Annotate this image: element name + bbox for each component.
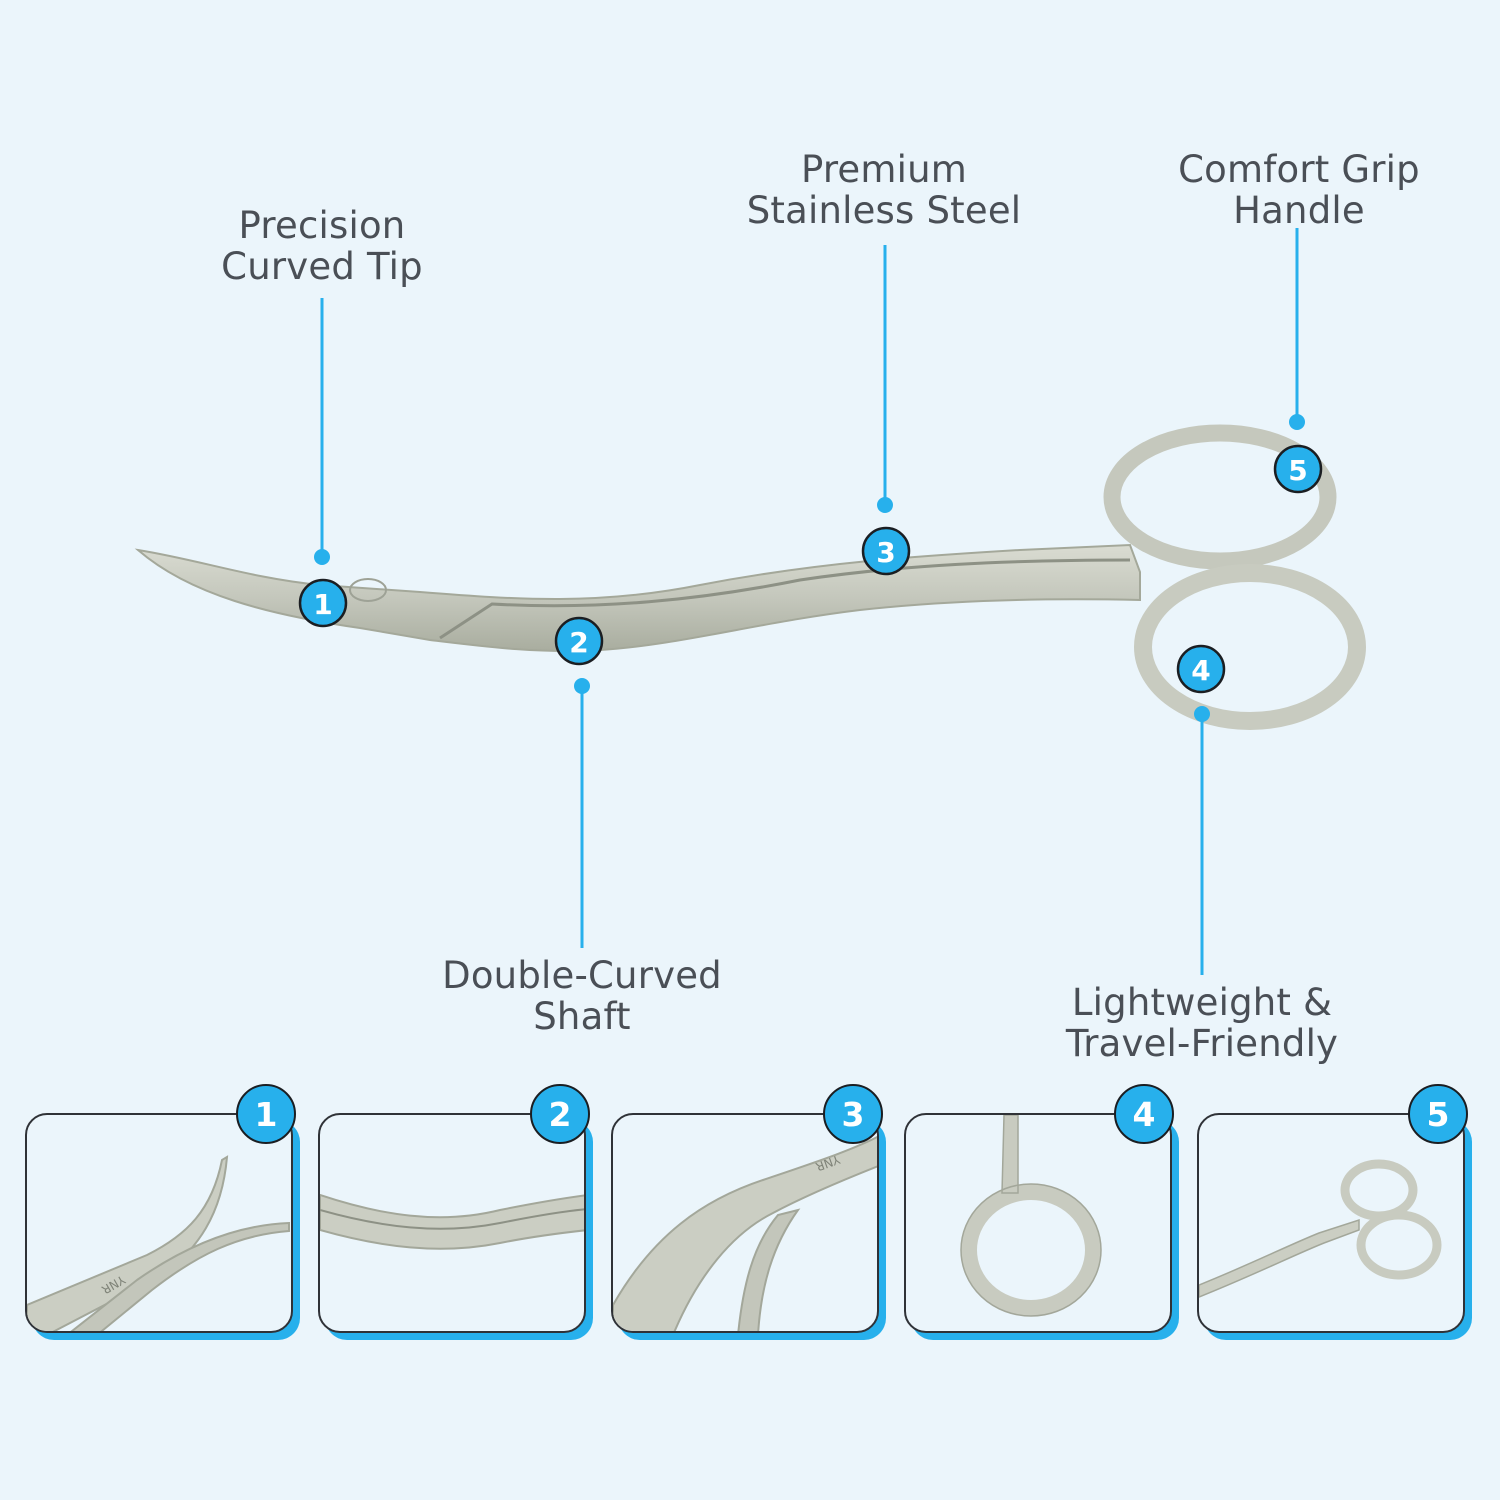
full-scissors-image xyxy=(1199,1159,1442,1298)
callout-3-line2: Stainless Steel xyxy=(746,189,1022,232)
callout-dot-5 xyxy=(1289,414,1305,430)
badge-3: 3 xyxy=(861,526,911,576)
pivot-screw xyxy=(349,578,387,602)
callout-label-lightweight-travel-friendly: Lightweight & Travel-Friendly xyxy=(1066,982,1338,1064)
callout-label-double-curved-shaft: Double-Curved Shaft xyxy=(442,955,722,1037)
panel-badge-5: 5 xyxy=(1408,1084,1468,1144)
callout-label-precision-curved-tip: Precision Curved Tip xyxy=(221,205,423,287)
svg-text:2: 2 xyxy=(569,626,588,659)
svg-text:5: 5 xyxy=(1288,454,1307,487)
panel-badge-1: 1 xyxy=(236,1084,296,1144)
lower-finger-ring xyxy=(1134,564,1366,730)
blade-edge-line xyxy=(439,558,1131,640)
detail-panel-full-scissors xyxy=(1197,1113,1465,1333)
callout-4-line2: Travel-Friendly xyxy=(1065,1022,1339,1065)
upper-finger-ring xyxy=(1103,424,1337,570)
finger-ring-closeup-image xyxy=(960,1115,1102,1317)
panel-badge-2: 2 xyxy=(530,1084,590,1144)
callout-2-line1: Double-Curved xyxy=(442,954,722,997)
callout-2-line2: Shaft xyxy=(533,995,631,1038)
shaft-closeup-image xyxy=(320,1193,584,1250)
detail-panel-curved-tip: YNR xyxy=(25,1113,293,1333)
badge-2: 2 xyxy=(554,616,604,666)
scissors-shaft xyxy=(134,543,1141,653)
badge-5: 5 xyxy=(1273,444,1323,494)
detail-panel-blade-pivot: YNR xyxy=(611,1113,879,1333)
badge-1: 1 xyxy=(298,578,348,628)
callout-dot-1 xyxy=(314,549,330,565)
callout-dot-3 xyxy=(877,497,893,513)
callout-4-line1: Lightweight & xyxy=(1071,981,1333,1024)
callout-5-line2: Handle xyxy=(1233,189,1365,232)
panel-badge-3: 3 xyxy=(823,1084,883,1144)
svg-text:1: 1 xyxy=(313,588,332,621)
callout-1-line2: Curved Tip xyxy=(221,245,423,288)
detail-panel-shaft xyxy=(318,1113,586,1333)
callout-1-line1: Precision xyxy=(238,204,406,247)
panel-badge-4: 4 xyxy=(1114,1084,1174,1144)
blade-pivot-closeup-image: YNR xyxy=(613,1135,877,1331)
callout-5-line1: Comfort Grip xyxy=(1178,148,1420,191)
callout-3-line1: Premium xyxy=(800,148,968,191)
svg-text:3: 3 xyxy=(876,536,895,569)
curved-tip-closeup-image: YNR xyxy=(27,1155,290,1331)
badge-4: 4 xyxy=(1176,644,1226,694)
callout-dot-2 xyxy=(574,678,590,694)
svg-text:4: 4 xyxy=(1191,654,1210,687)
callout-dot-4 xyxy=(1194,706,1210,722)
detail-panel-finger-ring xyxy=(904,1113,1172,1333)
scissors-illustration: 1 2 3 4 5 xyxy=(134,228,1366,975)
callout-label-premium-stainless-steel: Premium Stainless Steel xyxy=(747,149,1022,231)
callout-label-comfort-grip-handle: Comfort Grip Handle xyxy=(1178,149,1420,231)
